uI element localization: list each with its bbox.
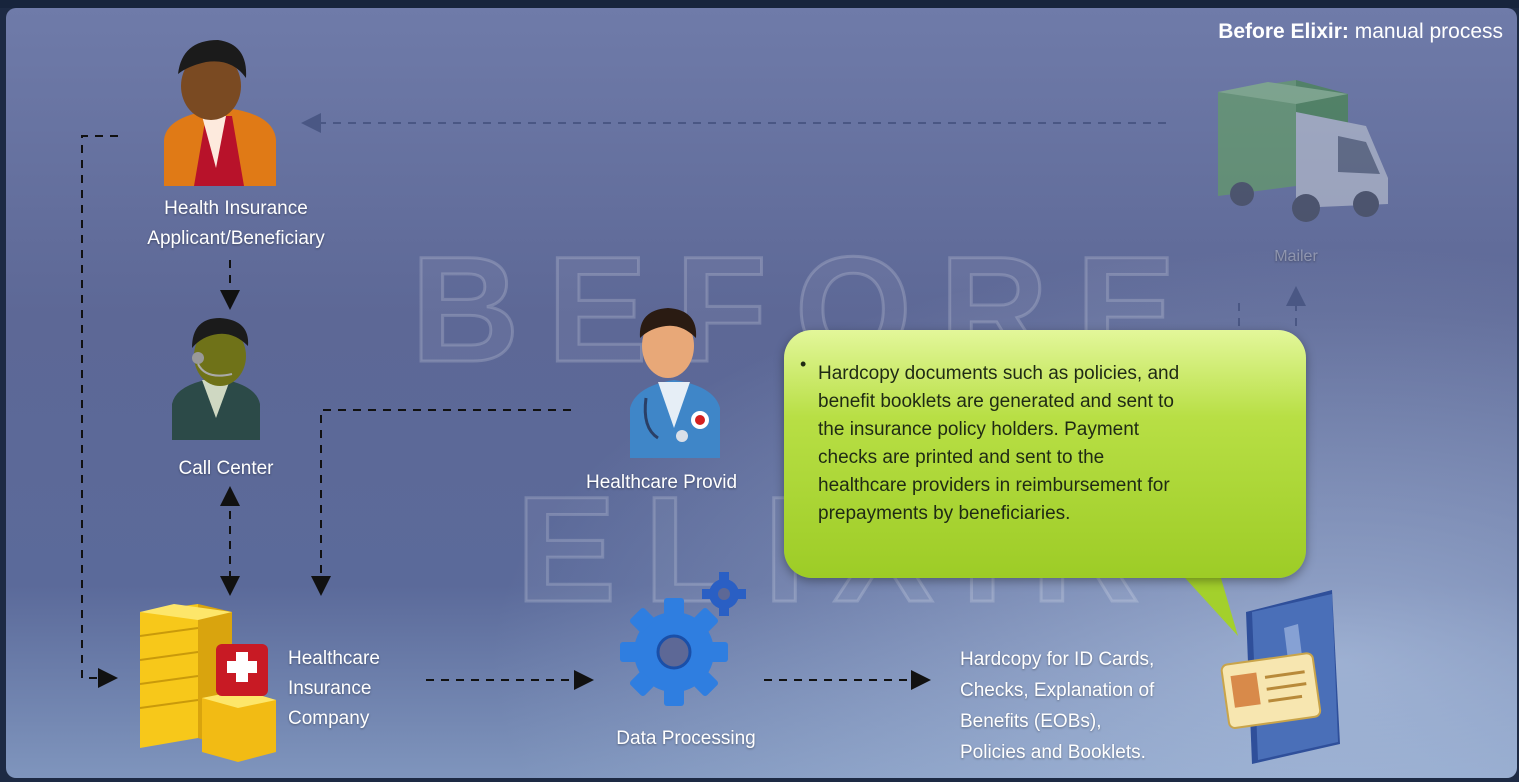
insurance-building-icon bbox=[139, 604, 276, 762]
connector-arrows bbox=[81, 113, 1306, 690]
info-callout: • Hardcopy documents such as policies, a… bbox=[784, 330, 1306, 578]
callout-line: healthcare providers in reimbursement fo… bbox=[818, 475, 1170, 496]
top-frame-bar bbox=[0, 0, 1519, 8]
insurance-company-line1: Healthcare bbox=[288, 648, 380, 669]
callout-tail bbox=[1176, 568, 1238, 636]
title-bold: Before Elixir: bbox=[1218, 20, 1349, 43]
callout-bullet: • bbox=[800, 354, 807, 374]
hardcopy-line2: Checks, Explanation of bbox=[960, 680, 1155, 701]
callout-line: prepayments by beneficiaries. bbox=[818, 503, 1071, 524]
applicant-label-line1: Health Insurance bbox=[164, 198, 308, 219]
applicant-label: Health Insurance Applicant/Beneficiary bbox=[116, 194, 356, 254]
insurance-company-label: Healthcare Insurance Company bbox=[288, 644, 380, 734]
arrow-provider-to-company bbox=[311, 409, 571, 596]
callout-line: Hardcopy documents such as policies, and bbox=[818, 363, 1180, 384]
page-title: Before Elixir: manual process bbox=[1218, 20, 1503, 44]
insurance-company-line3: Company bbox=[288, 708, 370, 729]
title-rest: manual process bbox=[1348, 20, 1503, 43]
data-processing-label: Data Processing bbox=[616, 728, 756, 749]
callout-text: Hardcopy documents such as policies, and… bbox=[818, 360, 1278, 528]
hardcopy-line4: Policies and Booklets. bbox=[960, 742, 1146, 763]
call-center-agent-icon bbox=[172, 318, 260, 440]
hardcopy-line3: Benefits (EOBs), bbox=[960, 711, 1102, 732]
mailer-label: Mailer bbox=[1274, 248, 1318, 265]
diagram-canvas: BEFORE ELIXIR Before Elixir: manual proc… bbox=[6, 8, 1517, 778]
callout-line: checks are printed and sent to the bbox=[818, 447, 1105, 468]
hardcopy-line1: Hardcopy for ID Cards, bbox=[960, 649, 1155, 670]
id-card-documents-icon bbox=[1220, 590, 1340, 764]
arrow-applicant-loop-to-company bbox=[81, 135, 118, 688]
hardcopy-label: Hardcopy for ID Cards, Checks, Explanati… bbox=[960, 644, 1154, 768]
provider-label: Healthcare Provid bbox=[586, 472, 738, 493]
callout-line: benefit booklets are generated and sent … bbox=[818, 391, 1174, 412]
call-center-label: Call Center bbox=[178, 458, 274, 479]
doctor-icon bbox=[630, 308, 720, 458]
delivery-truck-icon bbox=[1218, 80, 1388, 222]
insurance-company-line2: Insurance bbox=[288, 678, 372, 699]
applicant-label-line2: Applicant/Beneficiary bbox=[147, 228, 325, 249]
callout-line: the insurance policy holders. Payment bbox=[818, 419, 1140, 440]
person-applicant-icon bbox=[164, 40, 276, 186]
gears-icon bbox=[620, 572, 746, 706]
